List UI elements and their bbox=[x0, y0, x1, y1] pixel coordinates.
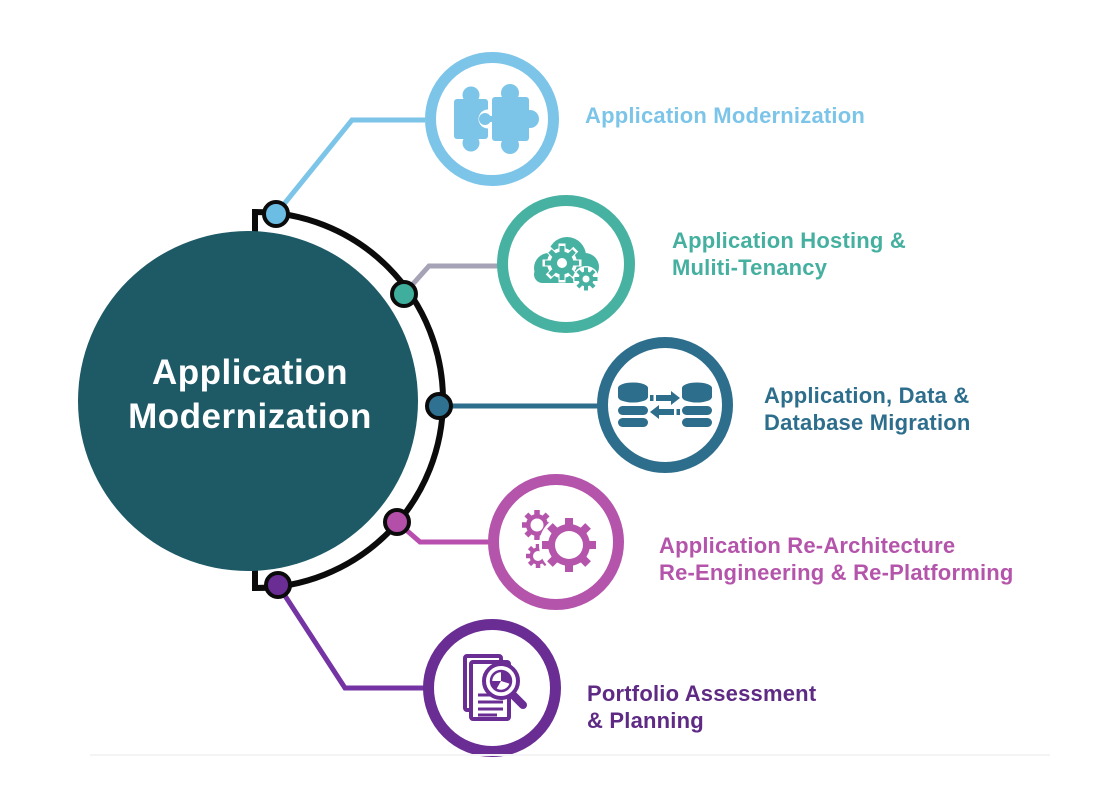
cloud-gears-icon bbox=[534, 237, 599, 292]
arc-node-dot-5 bbox=[264, 571, 292, 599]
branch-label-portfolio-assessment: Portfolio Assessment & Planning bbox=[587, 681, 817, 733]
branch-label-rearchitecture: Application Re-Architecture Re-Engineeri… bbox=[659, 533, 1014, 585]
connector-line-2 bbox=[402, 263, 499, 296]
document-magnifier-icon bbox=[463, 654, 527, 721]
branch-ring-3 bbox=[597, 337, 733, 473]
arc-node-dot-4 bbox=[383, 508, 411, 536]
connector-line-4 bbox=[395, 520, 490, 545]
branch-label-database-migration: Application, Data & Database Migration bbox=[764, 383, 971, 435]
faint-divider bbox=[90, 754, 1050, 756]
gears-icon bbox=[522, 510, 599, 575]
arc-node-dot-2 bbox=[390, 280, 418, 308]
database-migration-icon bbox=[618, 382, 712, 427]
branch-label-application-modernization: Application Modernization bbox=[585, 103, 865, 128]
puzzle-icon bbox=[454, 84, 539, 154]
connector-line-1 bbox=[274, 117, 425, 216]
branch-label-application-hosting: Application Hosting & Muliti-Tenancy bbox=[672, 228, 906, 280]
central-circle bbox=[78, 231, 418, 571]
connector-line-5 bbox=[275, 583, 425, 691]
center-label: Application Modernization bbox=[128, 353, 372, 436]
arc-node-dot-1 bbox=[262, 200, 290, 228]
arc-node-dot-3 bbox=[425, 392, 453, 420]
